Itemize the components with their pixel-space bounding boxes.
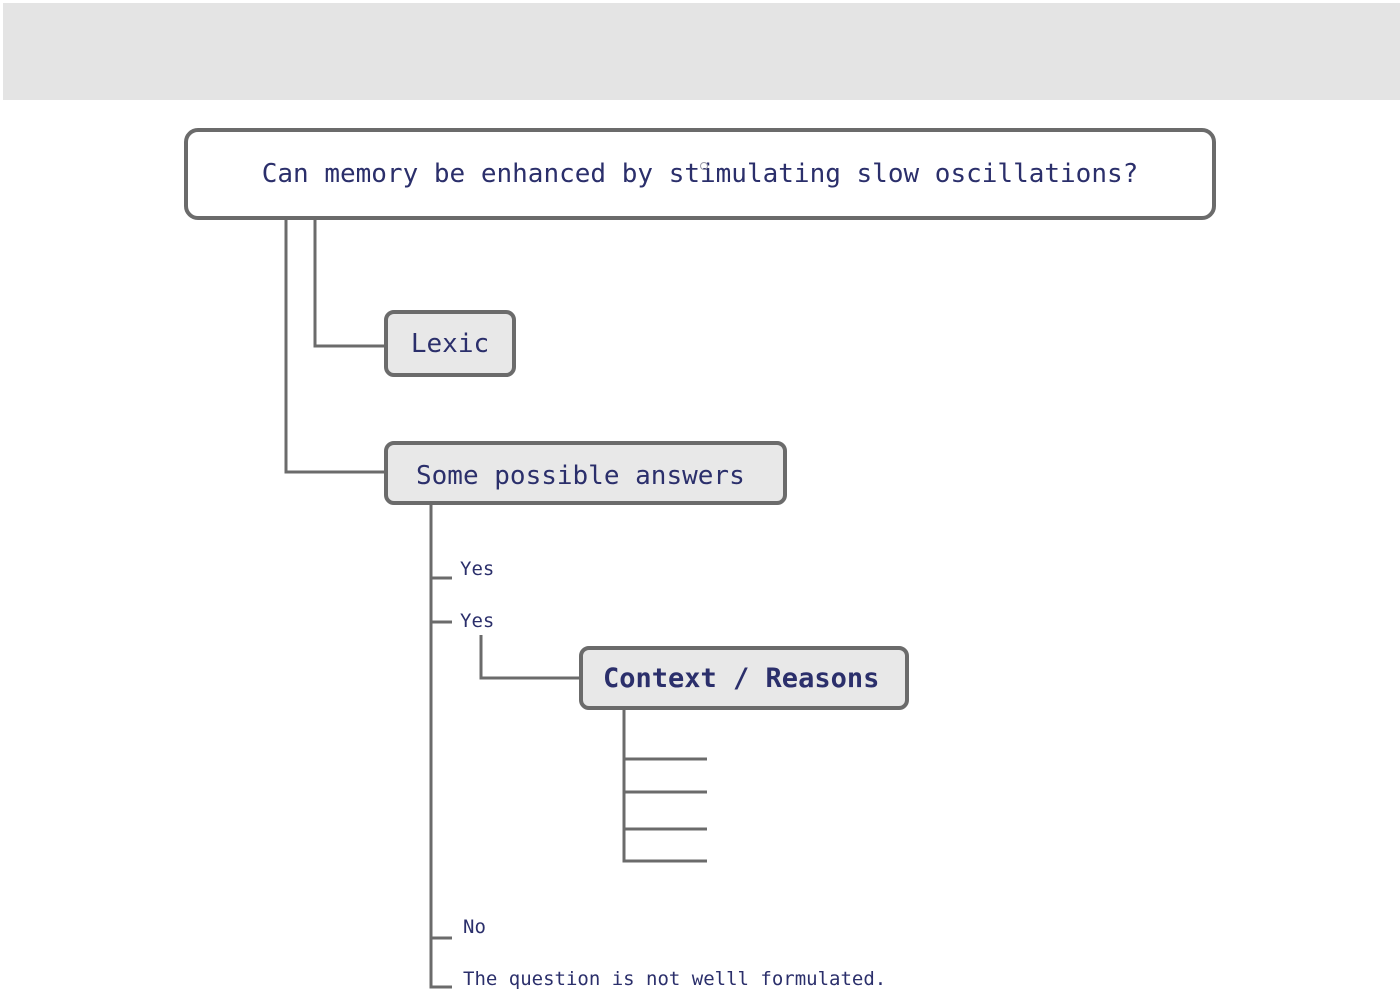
context-reasons-node[interactable]: Context / Reasons: [579, 646, 909, 710]
context-reasons-label: Context / Reasons: [603, 662, 880, 694]
possible-answers-label: Some possible answers: [416, 461, 745, 491]
connector-root-answers: [284, 220, 384, 474]
answer-yes-leaf[interactable]: Yes: [460, 610, 495, 632]
connector-context-trunk: [622, 710, 707, 863]
answer-yes-leaf[interactable]: Yes: [460, 558, 495, 580]
connector-yes-context: [479, 635, 579, 680]
root-topic-node[interactable]: Can memory be enhanced by stimulating sl…: [184, 128, 1216, 220]
answer-not-well-formulated-leaf[interactable]: The question is not welll formulated.: [463, 968, 887, 990]
toolbar-area: [3, 3, 1400, 100]
lexic-label: Lexic: [410, 328, 490, 359]
answer-no-leaf[interactable]: No: [463, 916, 486, 938]
possible-answers-node[interactable]: Some possible answers: [384, 441, 787, 505]
lexic-node[interactable]: Lexic: [384, 310, 516, 377]
text-cursor-icon: [700, 162, 708, 170]
connector-root-lexic: [313, 220, 384, 348]
connector-answers-trunk: [429, 505, 452, 989]
